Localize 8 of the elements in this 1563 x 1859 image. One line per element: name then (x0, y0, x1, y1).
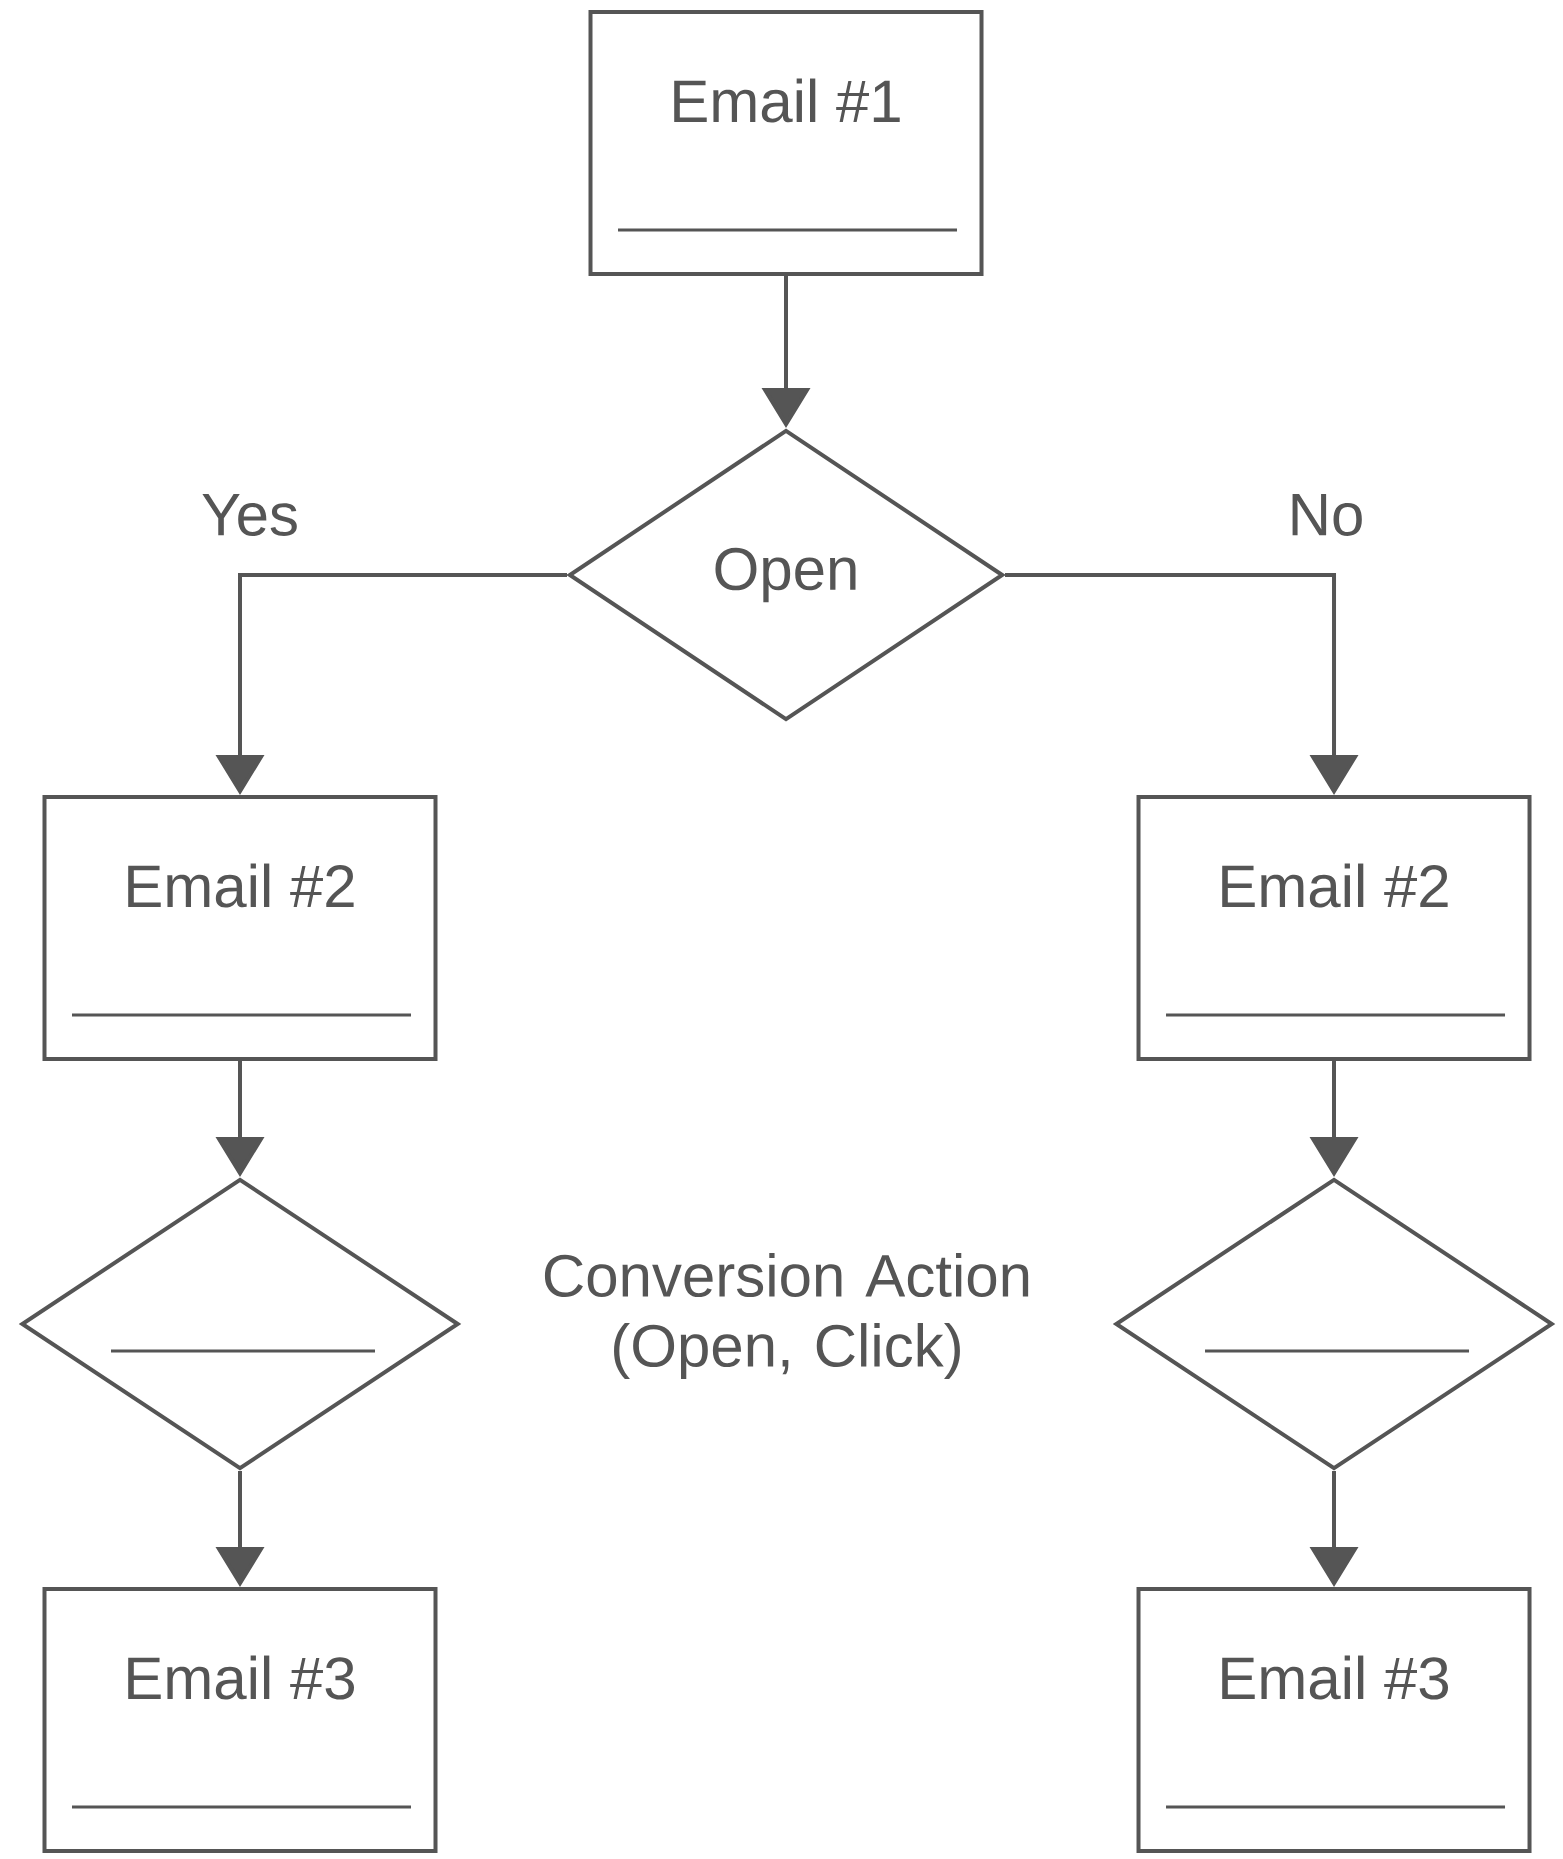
edge-label: Yes (199, 492, 301, 538)
email-box: Email #3 (42, 1587, 438, 1853)
email-box: Email #1 (588, 10, 984, 276)
email-box: Email #2 (42, 795, 438, 1061)
annotation: Conversion Action (Open, Click) (544, 1253, 1029, 1379)
email-box: Email #3 (1136, 1587, 1532, 1853)
email-box: Email #2 (1136, 795, 1532, 1061)
edge-label: No (1285, 492, 1367, 538)
